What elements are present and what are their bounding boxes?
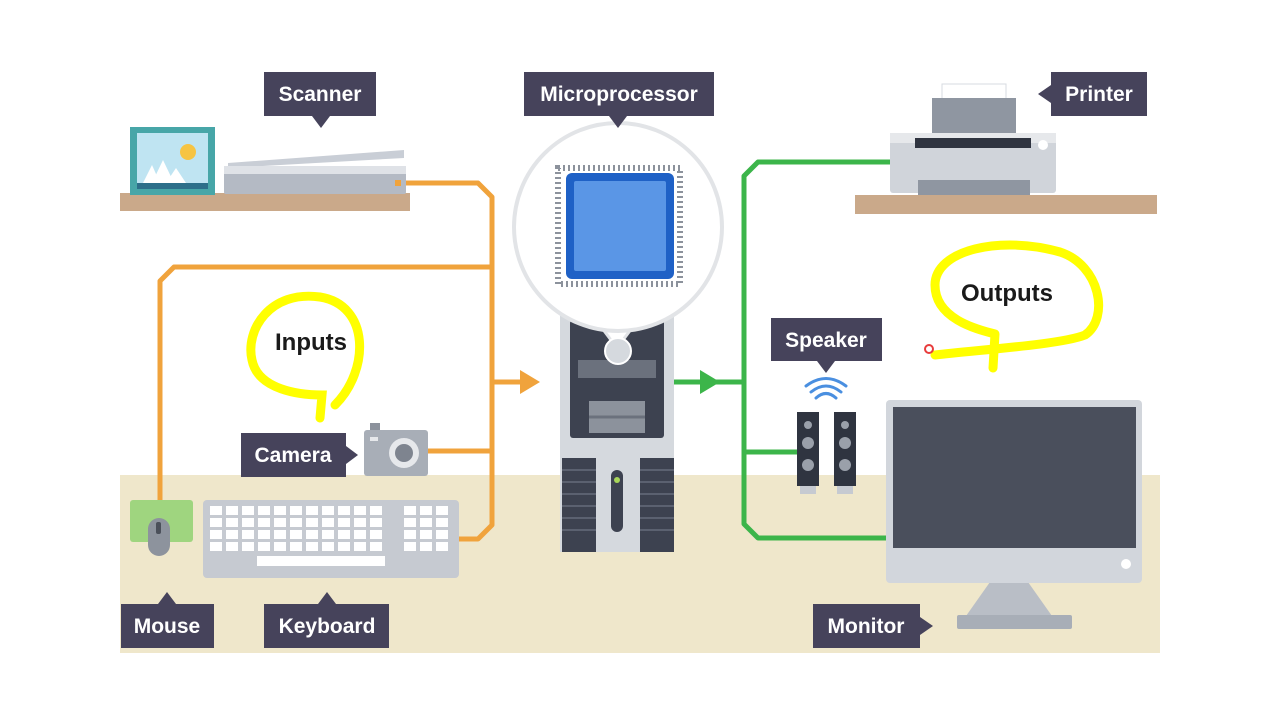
monitor-label-text: Monitor: [828, 615, 905, 638]
keyboard-key: [306, 518, 318, 527]
keyboard-key: [404, 530, 416, 539]
keyboard-key: [226, 542, 238, 551]
camera-label: Camera: [241, 433, 358, 477]
keyboard-key: [370, 542, 382, 551]
keyboard-key: [354, 518, 366, 527]
keyboard-key: [354, 506, 366, 515]
cpu-tower-icon: [560, 312, 674, 552]
keyboard-icon: [203, 500, 459, 578]
printer-label-text: Printer: [1065, 83, 1133, 106]
scanner-icon: [224, 150, 406, 194]
keyboard-key: [242, 542, 254, 551]
keyboard-key: [226, 506, 238, 515]
camera-icon: [364, 423, 428, 476]
monitor-label: Monitor: [813, 604, 933, 648]
keyboard-key: [322, 518, 334, 527]
speakers-icon: [797, 412, 856, 494]
keyboard-key: [258, 542, 270, 551]
outputs-annotation: Outputs: [961, 280, 1053, 307]
keyboard-key: [404, 542, 416, 551]
keyboard-label-text: Keyboard: [279, 615, 376, 638]
keyboard-key: [436, 542, 448, 551]
microprocessor-label: Microprocessor: [524, 72, 714, 128]
printer-icon: [890, 83, 1056, 195]
keyboard-key: [354, 542, 366, 551]
keyboard-key: [210, 530, 222, 539]
keyboard-key: [354, 530, 366, 539]
keyboard-key: [306, 506, 318, 515]
keyboard-key: [306, 542, 318, 551]
input-wires: [157, 180, 525, 542]
keyboard-key: [290, 506, 302, 515]
keyboard-key: [242, 506, 254, 515]
keyboard-key: [274, 506, 286, 515]
keyboard-key: [274, 542, 286, 551]
keyboard-key: [338, 542, 350, 551]
left-shelf: [120, 193, 410, 211]
keyboard-key: [420, 530, 432, 539]
keyboard-key: [210, 518, 222, 527]
speaker-label-text: Speaker: [785, 329, 867, 352]
keyboard-key: [436, 530, 448, 539]
microprocessor-label-text: Microprocessor: [540, 83, 698, 106]
keyboard-key: [242, 530, 254, 539]
keyboard-key: [370, 506, 382, 515]
keyboard-key: [338, 530, 350, 539]
keyboard-key: [420, 542, 432, 551]
inputs-highlight: [246, 291, 365, 423]
keyboard-key: [338, 506, 350, 515]
inputs-annotation: Inputs: [275, 329, 347, 356]
keyboard-key: [258, 530, 270, 539]
keyboard-key: [322, 530, 334, 539]
monitor-icon: [886, 400, 1142, 629]
keyboard-key: [242, 518, 254, 527]
keyboard-key: [274, 518, 286, 527]
scanner-label: Scanner: [264, 72, 376, 128]
outputs-highlight: [930, 240, 1104, 373]
picture-frame-icon: [130, 127, 215, 195]
keyboard-key: [226, 530, 238, 539]
right-shelf: [855, 195, 1157, 214]
wifi-icon: [804, 377, 848, 400]
keyboard-key: [322, 542, 334, 551]
speaker-label: Speaker: [771, 318, 882, 373]
keyboard-key: [404, 506, 416, 515]
keyboard-key: [258, 518, 270, 527]
keyboard-key: [274, 530, 286, 539]
keyboard-key: [420, 518, 432, 527]
camera-label-text: Camera: [254, 444, 331, 467]
pointer-dot: [924, 344, 934, 354]
keyboard-key: [290, 518, 302, 527]
keyboard-label: Keyboard: [264, 592, 389, 648]
keyboard-key: [290, 542, 302, 551]
keyboard-key: [290, 530, 302, 539]
mouse-label-text: Mouse: [134, 615, 201, 638]
keyboard-key: [436, 506, 448, 515]
output-arrow: [700, 370, 720, 394]
keyboard-key: [370, 530, 382, 539]
scanner-label-text: Scanner: [279, 83, 362, 106]
keyboard-key: [436, 518, 448, 527]
microprocessor-chip-icon: [555, 165, 683, 287]
keyboard-key: [404, 518, 416, 527]
keyboard-key: [338, 518, 350, 527]
keyboard-key: [226, 518, 238, 527]
keyboard-key: [210, 506, 222, 515]
keyboard-key: [322, 506, 334, 515]
keyboard-key: [306, 530, 318, 539]
input-arrow: [520, 370, 540, 394]
keyboard-key: [370, 518, 382, 527]
mouse-icon: [130, 500, 193, 556]
keyboard-key: [210, 542, 222, 551]
printer-label: Printer: [1038, 72, 1147, 116]
keyboard-key: [420, 506, 432, 515]
keyboard-key: [258, 506, 270, 515]
mouse-label: Mouse: [121, 592, 214, 648]
